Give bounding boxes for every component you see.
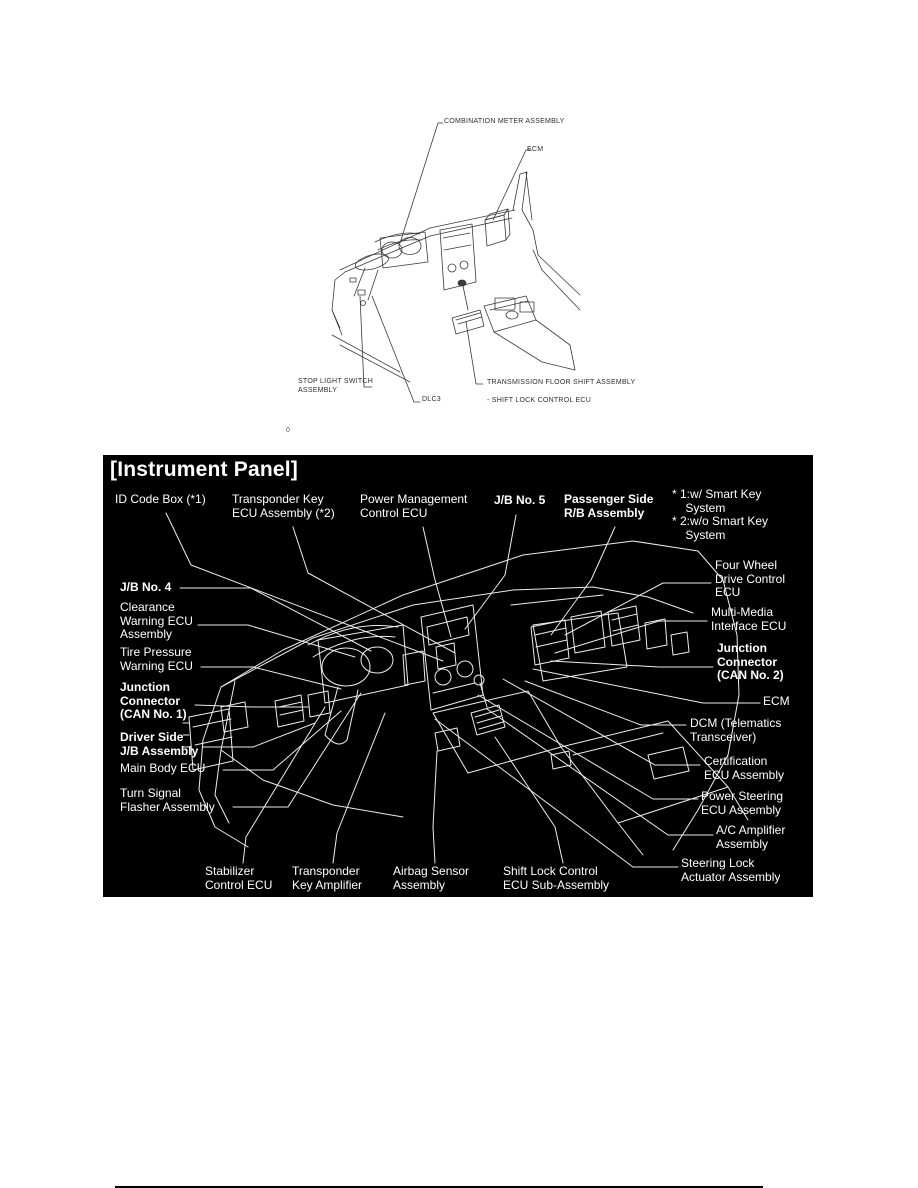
power-steering-label: Power Steering ECU Assembly	[701, 789, 784, 817]
four-wheel-drive-label: Four Wheel Drive Control ECU	[715, 558, 786, 599]
junction-can1-label: Junction Connector (CAN No. 1)	[120, 680, 187, 721]
turn-signal-flasher-label: Turn Signal Flasher Assembly	[120, 786, 215, 814]
transmission-floor-shift-label: TRANSMISSION FLOOR SHIFT ASSEMBLY	[487, 379, 636, 386]
panel-dashboard-line-art	[165, 512, 761, 868]
dlc3-label: DLC3	[422, 396, 441, 403]
panel-title: [Instrument Panel]	[110, 458, 298, 481]
smart-key-note2: * 2:w/o Smart Key System	[672, 514, 769, 542]
ecm-top-label: ECM	[527, 146, 544, 153]
instrument-panel-figure: [Instrument Panel] ID Code Box (*1) Tran…	[103, 455, 813, 897]
ac-amplifier-label: A/C Amplifier Assembly	[716, 823, 786, 851]
page-mark: 0	[286, 427, 290, 434]
driver-side-jb-label: Driver Side J/B Assembly	[120, 730, 199, 758]
dcm-label: DCM (Telematics Transceiver)	[690, 716, 782, 744]
power-management-label: Power Management Control ECU	[360, 492, 468, 520]
transponder-key-amp-label: Transponder Key Amplifier	[292, 864, 363, 892]
ecm-label: ECM	[763, 694, 790, 708]
combination-meter-label: COMBINATION METER ASSEMBLY	[444, 118, 565, 125]
top-dashboard-line-art	[331, 122, 581, 403]
stop-light-switch-label: STOP LIGHT SWITCH ASSEMBLY	[298, 378, 374, 394]
main-body-ecu-label: Main Body ECU	[120, 761, 206, 775]
tire-pressure-label: Tire Pressure Warning ECU	[120, 645, 193, 673]
jb-no5-label: J/B No. 5	[494, 493, 546, 507]
id-code-box-label: ID Code Box (*1)	[115, 492, 206, 506]
junction-can2-label: Junction Connector (CAN No. 2)	[717, 641, 784, 682]
airbag-sensor-label: Airbag Sensor Assembly	[393, 864, 470, 892]
steering-lock-label: Steering Lock Actuator Assembly	[681, 856, 781, 884]
smart-key-note1: * 1:w/ Smart Key System	[672, 487, 762, 515]
multi-media-label: Multi-Media Interface ECU	[711, 605, 787, 633]
shift-lock-control-label: - SHIFT LOCK CONTROL ECU	[487, 397, 592, 404]
transponder-key-ecu-label: Transponder Key ECU Assembly (*2)	[232, 492, 335, 520]
stabilizer-ecu-label: Stabilizer Control ECU	[205, 864, 273, 892]
shift-lock-sub-label: Shift Lock Control ECU Sub-Assembly	[503, 864, 610, 892]
bottom-divider	[115, 1186, 763, 1188]
clearance-warning-label: Clearance Warning ECU Assembly	[120, 600, 193, 641]
certification-ecu-label: Certification ECU Assembly	[704, 754, 785, 782]
jb-no4-label: J/B No. 4	[120, 580, 172, 594]
passenger-side-rb-label: Passenger Side R/B Assembly	[564, 492, 654, 520]
